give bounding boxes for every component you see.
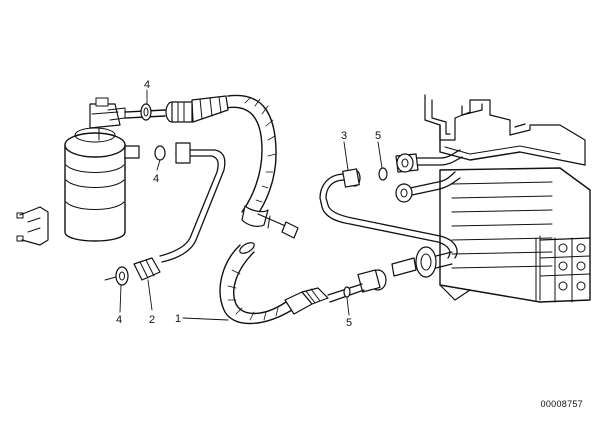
callout-1: 1 [175, 313, 181, 325]
receiver-dryer [16, 97, 126, 246]
callout-5-bottom: 5 [346, 317, 352, 329]
refrigerant-lines [124, 109, 463, 263]
callout-4-middle: 4 [153, 173, 159, 185]
callout-2: 2 [149, 314, 155, 326]
callout-4-bottom: 4 [116, 314, 122, 326]
fittings [104, 95, 453, 303]
callout-4-top: 4 [144, 79, 150, 91]
evaporator-housing [424, 94, 591, 303]
callout-labels: 4 4 4 2 1 3 5 5 [116, 79, 381, 329]
document-number: 00008757 [541, 399, 583, 409]
flexible-hose [219, 94, 329, 325]
callout-3: 3 [341, 130, 347, 142]
callout-leaders [119, 89, 383, 321]
callout-5-top: 5 [375, 130, 381, 142]
